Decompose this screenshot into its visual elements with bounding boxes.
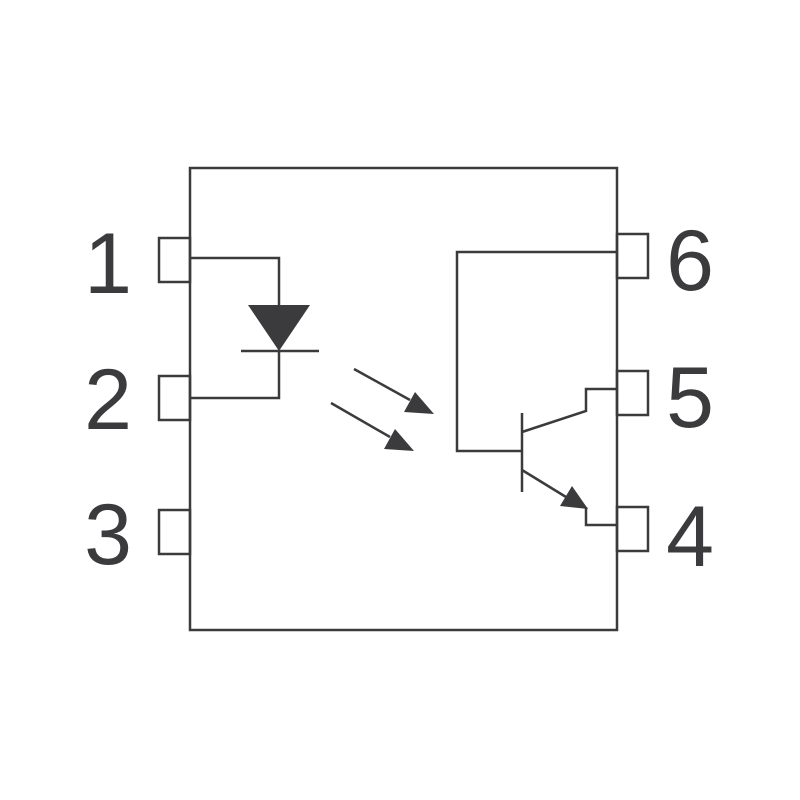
light-arrow-upper-shaft [353,367,411,402]
led-anode-wire [190,256,281,306]
collector-wire [521,387,617,434]
pin-label-3: 3 [84,487,132,583]
pin-label-4: 4 [666,489,714,585]
led-diode-triangle-icon [248,305,310,351]
emitter-lead [584,507,617,527]
base-wire [455,250,617,453]
pin-label-2: 2 [84,352,132,448]
pin-1-tab [157,236,192,284]
light-arrows [330,367,434,451]
phototransistor [455,250,617,527]
led-emitter [190,256,319,400]
pin-label-1: 1 [84,216,132,312]
pin-4-tab [615,505,650,553]
emitter-arrow-head-icon [560,486,588,509]
led-cathode-wire [190,351,281,400]
emitter-wire [521,468,567,499]
pin-6-tab [615,232,650,280]
light-arrow-lower-head-icon [384,429,414,451]
light-arrow-lower-shaft [330,401,391,439]
light-arrow-upper-head-icon [404,392,434,414]
pin-3-tab [157,508,192,556]
pin-2-tab [157,374,192,422]
pin-5-tab [615,369,650,417]
pin-label-5: 5 [666,350,714,446]
pin-label-6: 6 [666,213,714,309]
